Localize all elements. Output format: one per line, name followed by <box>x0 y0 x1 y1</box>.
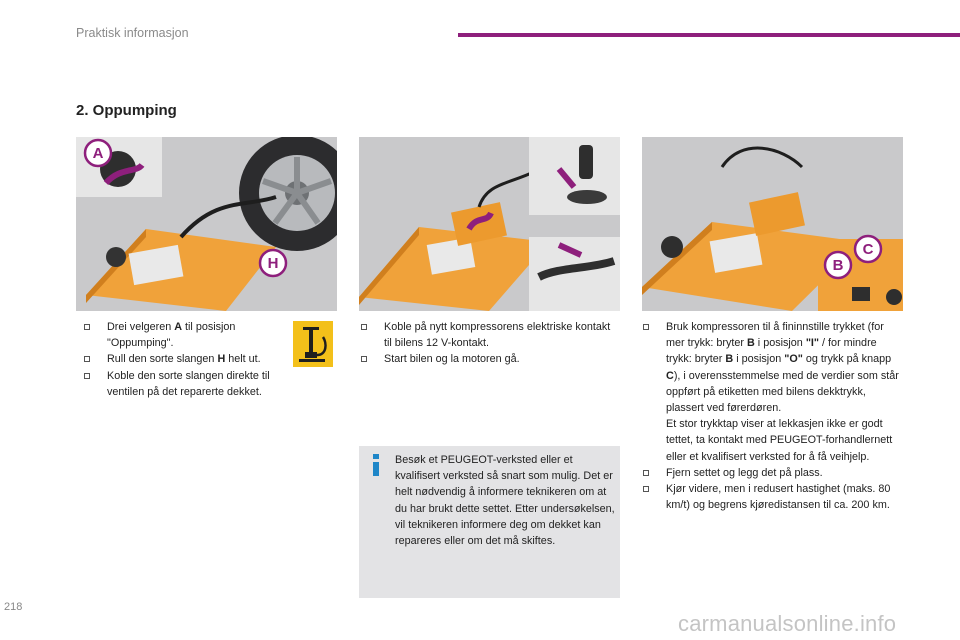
info-text: Besøk et PEUGEOT-verksted eller et kvali… <box>395 454 615 548</box>
tire-pump-icon <box>293 321 333 367</box>
info-box: Besøk et PEUGEOT-verksted eller et kvali… <box>359 446 620 598</box>
callout-a-label: A <box>93 145 104 162</box>
instruction-continuation: Et stor trykktap viser at lekkasjen ikke… <box>666 418 893 463</box>
instruction-item: Koble den sorte slangen direkte til vent… <box>84 368 296 400</box>
checkbox-bullet-icon <box>84 372 90 379</box>
checkbox-bullet-icon <box>361 324 367 330</box>
illustration-power-plug <box>359 137 620 311</box>
instruction-item: Koble på nytt kompressorens elektriske k… <box>361 319 611 351</box>
watermark: carmanualsonline.info <box>678 611 897 636</box>
checkbox-bullet-icon <box>361 356 367 363</box>
illustration-selector-hose: A H <box>76 137 337 311</box>
instruction-item: Rull den sorte slangen H helt ut. <box>84 351 296 367</box>
info-icon <box>373 454 379 476</box>
illustration-1-drawing: A H <box>76 137 337 311</box>
instructions-column-3: Bruk kompressoren til å fininnstille try… <box>643 319 905 513</box>
instructions-column-2: Koble på nytt kompressorens elektriske k… <box>361 319 611 368</box>
checkbox-bullet-icon <box>643 324 649 330</box>
checkbox-bullet-icon <box>84 324 90 330</box>
illustration-pressure-adjust: C B <box>642 137 903 311</box>
checkbox-bullet-icon <box>643 469 649 476</box>
checkbox-bullet-icon <box>84 356 90 363</box>
illustration-3-drawing: C B <box>642 137 903 311</box>
instruction-item: Drei velgeren A til posisjon "Oppumping"… <box>84 319 296 351</box>
header-accent-bar <box>458 33 960 37</box>
callout-c-label: C <box>863 241 874 258</box>
instruction-item: Start bilen og la motoren gå. <box>361 351 611 367</box>
page-number: 218 <box>4 601 23 613</box>
illustration-2-drawing <box>359 137 620 311</box>
page-header-title: Praktisk informasjon <box>76 26 189 40</box>
callout-h-label: H <box>268 255 279 272</box>
callout-b-label: B <box>833 257 844 274</box>
instruction-item: Fjern settet og legg det på plass. <box>643 465 905 481</box>
instruction-item: Bruk kompressoren til å fininnstille try… <box>643 319 905 465</box>
instruction-item: Kjør videre, men i redusert hastighet (m… <box>643 481 905 513</box>
section-title: 2. Oppumping <box>76 102 177 119</box>
checkbox-bullet-icon <box>643 486 649 493</box>
instructions-column-1: Drei velgeren A til posisjon "Oppumping"… <box>84 319 296 400</box>
